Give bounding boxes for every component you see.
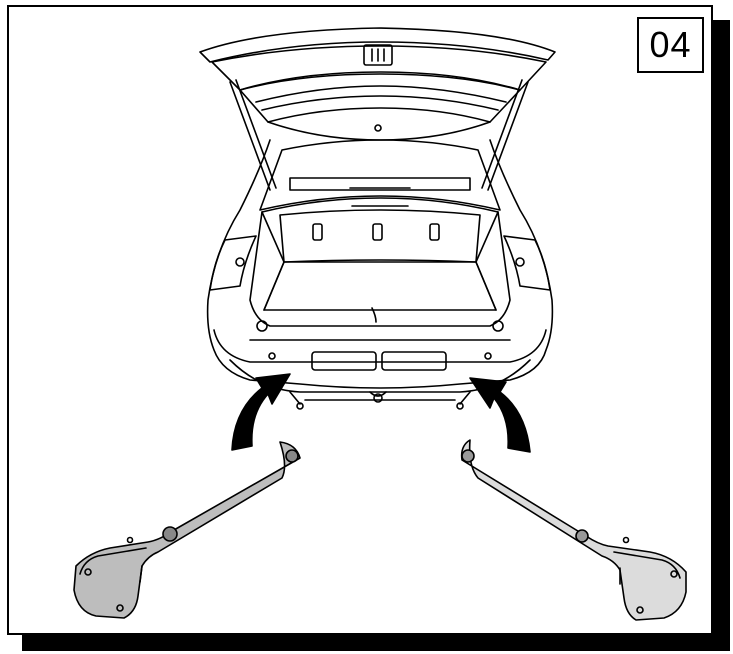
tailgate: [199, 27, 556, 141]
tailgate-struts: [229, 79, 529, 191]
left-install-arrow: [231, 373, 291, 451]
right-install-arrow: [469, 377, 531, 453]
step-number-badge: 04: [637, 17, 704, 73]
step-number: 04: [649, 24, 692, 65]
instruction-frame: [7, 5, 713, 635]
right-mounting-bracket: [460, 439, 687, 621]
car-body: [206, 139, 554, 410]
left-mounting-bracket: [73, 441, 301, 619]
